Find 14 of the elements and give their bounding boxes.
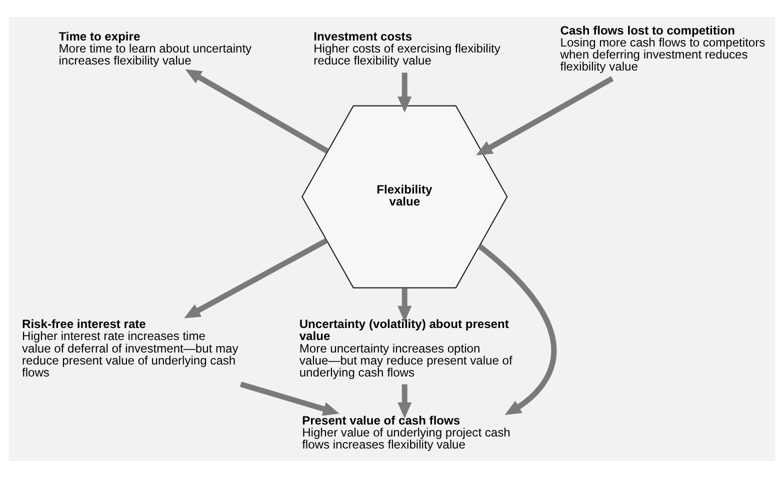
arrow [476,76,614,156]
arrow [240,382,340,416]
node-text: Investment costs Higher costs of exercising flexibility reduce flexibility value [314,29,500,68]
arrow [185,69,329,154]
arrow [478,244,556,415]
node-text: Cash flows lost to competition Losing more cash flows to competitors when deferring investment reduces flexibility value [560,23,766,74]
arrow [184,238,328,318]
node-text: Time to expire More time to learn about uncertainty increases flexibility value [58,29,252,68]
node-text: Present value of cash flows Higher value of underlying project cash flows increases flexibility value [302,414,510,452]
arrow [398,72,412,113]
node-text: Risk-free interest rate Higher interest rate increases time value of deferral of investment—but may reduce present value of underlying cash flows [22,317,238,380]
arrow [398,288,412,322]
arrow [398,384,412,418]
node-text: Uncertainty (volatility) about present value More uncertainty increases option value—but may reduce present value of underlying cash flows [299,317,512,380]
